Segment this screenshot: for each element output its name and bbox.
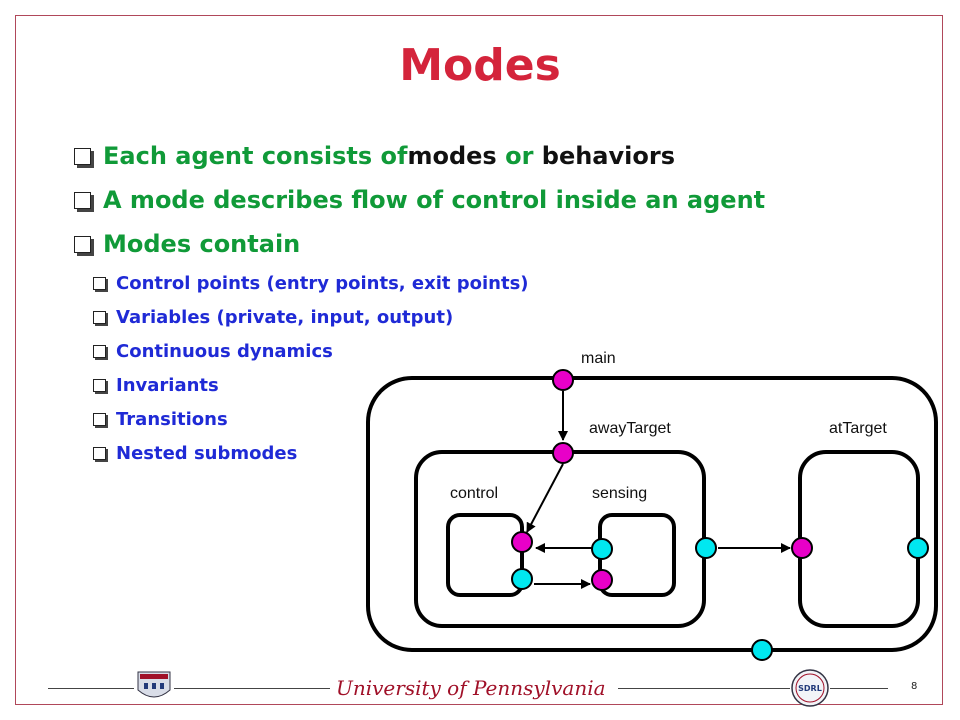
footer-rule-left xyxy=(48,688,134,689)
sub-bullet-text: Nested submodes xyxy=(116,442,298,464)
bullet-2: A mode describes flow of control inside … xyxy=(74,178,765,222)
square-bullet-icon xyxy=(93,412,106,426)
label-sensing: sensing xyxy=(592,485,647,502)
square-bullet-icon xyxy=(93,276,106,290)
footer-rule-middle xyxy=(174,688,330,689)
sub-bullet-text: Invariants xyxy=(116,374,219,396)
bullet-text: or xyxy=(496,142,542,170)
sensing-entry-point xyxy=(591,569,613,591)
square-bullet-icon xyxy=(74,235,91,253)
footer-university: University of Pennsylvania xyxy=(336,676,606,700)
sub-bullet: Invariants xyxy=(93,368,765,402)
main-entry-point xyxy=(552,369,574,391)
sub-bullet: Transitions xyxy=(93,402,765,436)
bullet-1: Each agent consists of modes or behavior… xyxy=(74,134,765,178)
at-entry-point xyxy=(791,537,813,559)
square-bullet-icon xyxy=(74,147,91,165)
bullet-3: Modes contain xyxy=(74,222,765,266)
sub-bullet-text: Continuous dynamics xyxy=(116,340,333,362)
sub-bullet-text: Transitions xyxy=(116,408,228,430)
sub-bullet-text: Variables (private, input, output) xyxy=(116,306,454,328)
label-awaytarget: awayTarget xyxy=(589,420,671,437)
sub-bullet: Continuous dynamics xyxy=(93,334,765,368)
away-exit-point xyxy=(695,537,717,559)
square-bullet-icon xyxy=(93,310,106,324)
sub-bullet: Variables (private, input, output) xyxy=(93,300,765,334)
label-control: control xyxy=(450,485,498,502)
penn-shield-logo xyxy=(137,671,171,698)
sub-bullet: Nested submodes xyxy=(93,436,765,470)
label-attarget: atTarget xyxy=(829,420,887,437)
transition-away-to-control xyxy=(526,463,564,533)
square-bullet-icon xyxy=(93,378,106,392)
mode-attarget-box xyxy=(798,450,920,628)
square-bullet-icon xyxy=(93,446,106,460)
sensing-exit-point xyxy=(591,538,613,560)
label-main: main xyxy=(581,350,616,367)
sub-bullet-text: Control points (entry points, exit point… xyxy=(116,272,529,294)
bullet-emphasis-modes: modes xyxy=(407,142,497,170)
bullet-emphasis-behaviors: behaviors xyxy=(541,142,675,170)
bullet-text: A mode describes flow of control inside … xyxy=(103,186,766,214)
control-entry-point xyxy=(511,531,533,553)
bullet-list: Each agent consists of modes or behavior… xyxy=(74,134,765,470)
square-bullet-icon xyxy=(74,191,91,209)
footer-rule-right-b xyxy=(830,688,888,689)
control-exit-point xyxy=(511,568,533,590)
footer-rule-right-a xyxy=(618,688,790,689)
at-exit-point xyxy=(907,537,929,559)
slide-title: Modes xyxy=(399,40,561,91)
bullet-text: Each agent consists of xyxy=(103,142,408,170)
page-number: 8 xyxy=(911,681,918,692)
mode-main-box xyxy=(366,376,938,652)
sdrl-logo-text: SDRL xyxy=(798,684,822,693)
sub-bullet: Control points (entry points, exit point… xyxy=(93,266,765,300)
mode-awaytarget-box xyxy=(414,450,706,628)
away-entry-point xyxy=(552,442,574,464)
square-bullet-icon xyxy=(93,344,106,358)
mode-control-box xyxy=(446,513,524,597)
sdrl-logo: SDRL xyxy=(791,669,829,707)
bullet-text: Modes contain xyxy=(103,230,301,258)
main-exit-point xyxy=(751,639,773,661)
slide-frame xyxy=(15,15,943,705)
